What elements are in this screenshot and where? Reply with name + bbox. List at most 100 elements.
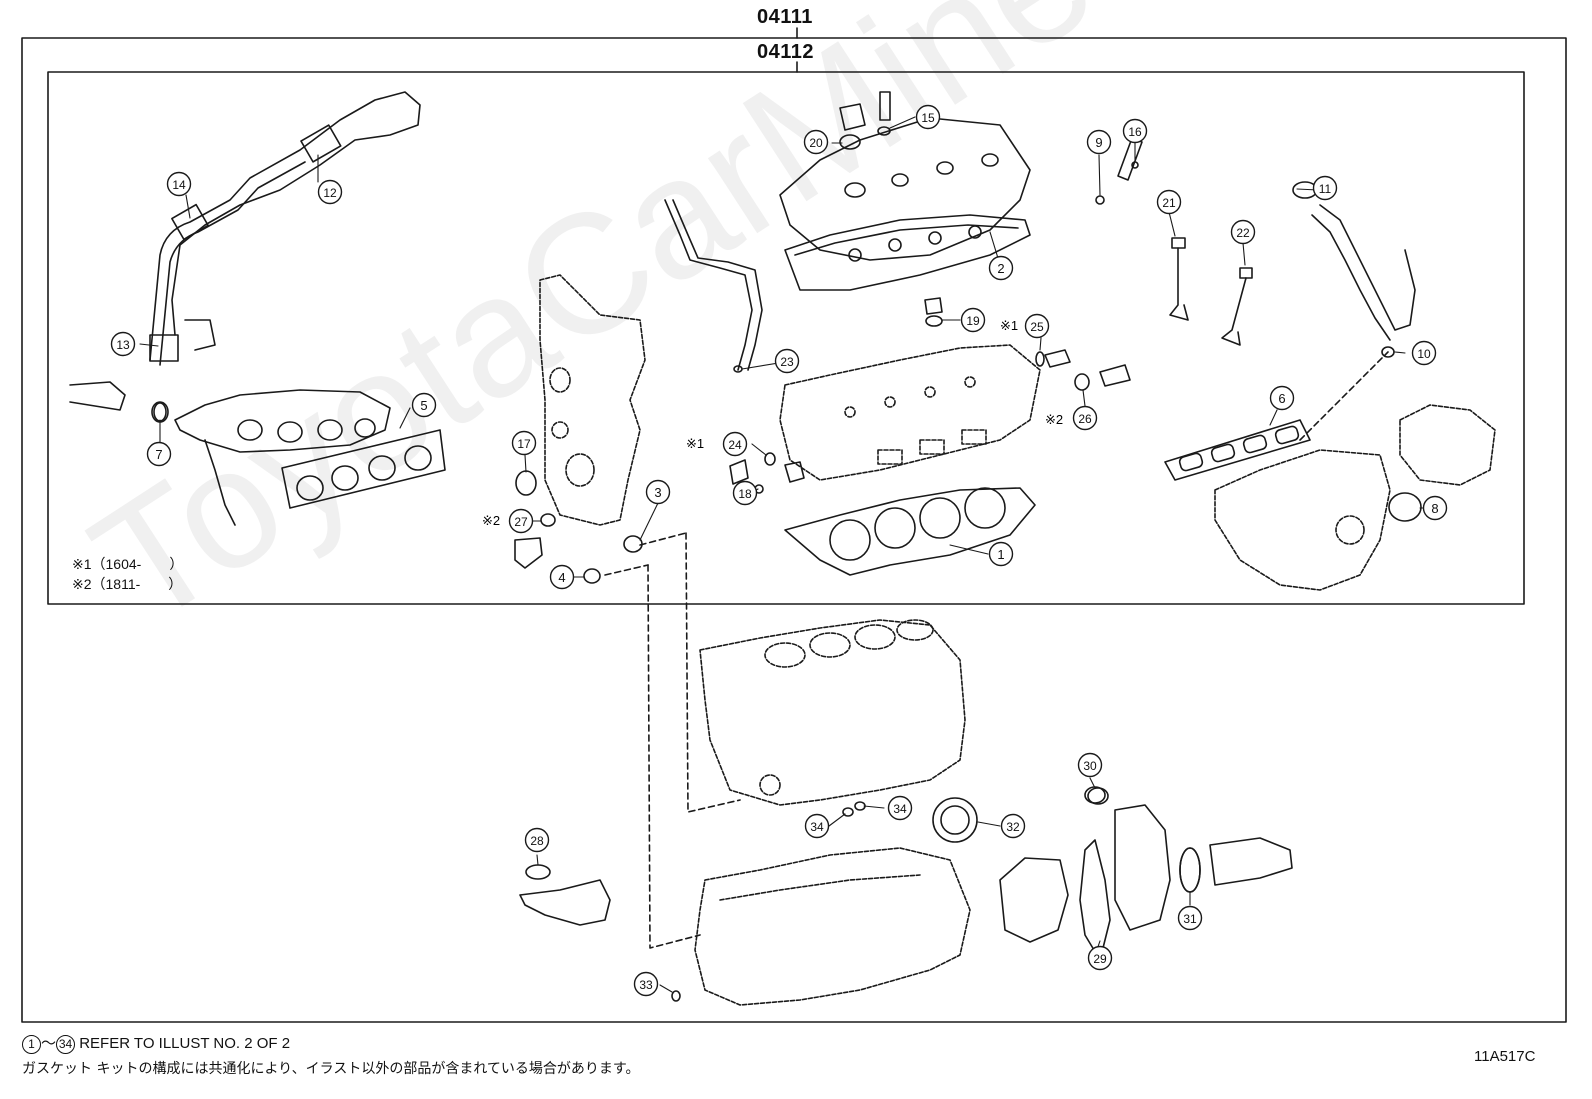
- callout-number: 18: [738, 487, 752, 501]
- callout-2: 2: [988, 255, 1014, 281]
- callout-circle: [732, 480, 758, 506]
- callout-circle: [645, 479, 671, 505]
- callout-circle: [146, 441, 172, 467]
- callout-13: 13: [110, 331, 136, 357]
- callout-33: 33: [633, 971, 659, 997]
- marker-1-a: ※1: [686, 436, 704, 451]
- callout-number: 1: [997, 547, 1004, 562]
- callout-number: 22: [1236, 226, 1250, 240]
- intake-gasket-drawing: [1164, 419, 1311, 481]
- callout-31: 31: [1177, 905, 1203, 931]
- callout-26: 26: [1072, 405, 1098, 431]
- timing-cover-drawing: [539, 274, 646, 526]
- callout-number: 34: [810, 820, 824, 834]
- callout-circle: [166, 171, 192, 197]
- callout-circle: [774, 348, 800, 374]
- callout-number: 17: [517, 437, 531, 451]
- dipstick-drawing: [664, 199, 763, 371]
- callout-circle: [1024, 313, 1050, 339]
- callout-8: 8: [1422, 495, 1448, 521]
- kit-number-outer: 04111: [757, 6, 813, 28]
- callout-23: 23: [774, 348, 800, 374]
- callout-10: 10: [1411, 340, 1437, 366]
- legend-note-1: ※1（1604- ）: [72, 556, 184, 572]
- callout-6: 6: [1269, 385, 1295, 411]
- callout-12: 12: [317, 179, 343, 205]
- callout-number: 10: [1417, 347, 1431, 361]
- callout-number: 20: [809, 136, 823, 150]
- callout-circle: [1086, 129, 1112, 155]
- callout-number: 8: [1431, 501, 1438, 516]
- callout-number: 12: [323, 186, 337, 200]
- callout-number: 33: [639, 978, 653, 992]
- callout-30: 30: [1077, 752, 1103, 778]
- callout-number: 21: [1162, 196, 1176, 210]
- head-gasket-drawing: [784, 487, 1036, 576]
- callout-24: 24: [722, 431, 748, 457]
- callout-circle: [317, 179, 343, 205]
- callout-20: 20: [803, 129, 829, 155]
- kit-number-inner: 04112: [757, 41, 815, 63]
- callout-number: 14: [172, 178, 186, 192]
- callout-number: 2: [997, 261, 1004, 276]
- leader-lines: [604, 351, 1389, 949]
- callout-circle: [1269, 385, 1295, 411]
- sensors-drawing: [514, 91, 1143, 569]
- callout-15: 15: [915, 104, 941, 130]
- callout-circle: [960, 307, 986, 333]
- callout-25: 25: [1024, 313, 1050, 339]
- callout-number: 3: [654, 485, 661, 500]
- oil-strainer-drawing: [519, 864, 611, 926]
- callout-circle: [549, 564, 575, 590]
- callout-number: 7: [155, 447, 162, 462]
- callout-circle: [988, 541, 1014, 567]
- callout-32: 32: [1000, 813, 1026, 839]
- inner-kit-frame: [47, 71, 1525, 605]
- callout-7: 7: [146, 441, 172, 467]
- ref-text: REFER TO ILLUST NO. 2 OF 2: [79, 1035, 291, 1052]
- marker-2-b: ※2: [482, 513, 500, 528]
- valves-drawing: [1169, 237, 1253, 346]
- callout-18: 18: [732, 480, 758, 506]
- callout-circle: [1072, 405, 1098, 431]
- callout-circle: [1156, 189, 1182, 215]
- callout-17: 17: [511, 430, 537, 456]
- callout-number: 27: [514, 515, 528, 529]
- callout-circle: [110, 331, 136, 357]
- callout-number: 34: [893, 802, 907, 816]
- callout-circle: [508, 508, 534, 534]
- cylinder-block-drawing: [699, 619, 966, 806]
- callout-34: 34: [887, 795, 913, 821]
- callout-circle: [524, 827, 550, 853]
- callout-21: 21: [1156, 189, 1182, 215]
- head-cover-gasket-drawing: [784, 214, 1031, 291]
- ref-start-circle: 1: [22, 1035, 41, 1054]
- callout-number: 9: [1095, 135, 1102, 150]
- footer-reference: 1～34 REFER TO ILLUST NO. 2 OF 2: [22, 1032, 290, 1054]
- callout-number: 25: [1030, 320, 1044, 334]
- callout-5: 5: [411, 392, 437, 418]
- callout-circle: [803, 129, 829, 155]
- marker-2-a: ※2: [1045, 412, 1063, 427]
- callout-4: 4: [549, 564, 575, 590]
- marker-1-b: ※1: [1000, 318, 1018, 333]
- water-pump-drawing: [999, 786, 1293, 961]
- callout-number: 16: [1128, 125, 1142, 139]
- callout-number: 6: [1278, 391, 1285, 406]
- callout-circle: [1411, 340, 1437, 366]
- callout-circle: [411, 392, 437, 418]
- ref-tilde: ～: [41, 1035, 57, 1052]
- callout-14: 14: [166, 171, 192, 197]
- callout-27: 27: [508, 508, 534, 534]
- callout-22: 22: [1230, 219, 1256, 245]
- callout-circle: [1312, 175, 1338, 201]
- callout-number: 31: [1183, 912, 1197, 926]
- callout-number: 26: [1078, 412, 1092, 426]
- intake-manifold-drawing: [1214, 404, 1496, 591]
- egr-pipe-drawing: [149, 91, 421, 366]
- water-pipe-drawing: [1292, 181, 1416, 341]
- callout-circle: [722, 431, 748, 457]
- callout-number: 11: [1319, 182, 1332, 196]
- exhaust-gasket-drawing: [281, 429, 446, 509]
